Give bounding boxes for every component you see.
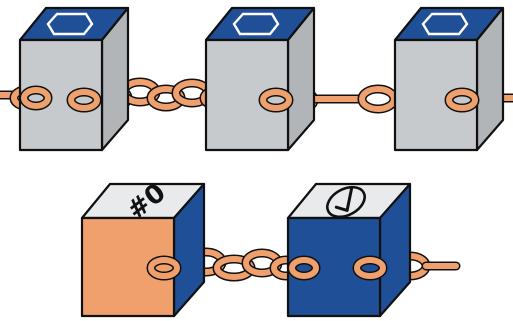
block-top-1 bbox=[20, 8, 128, 150]
block-genesis: #0 bbox=[82, 178, 204, 316]
block-top-3 bbox=[395, 8, 503, 150]
block-check bbox=[288, 181, 410, 316]
block-top-2 bbox=[206, 8, 314, 150]
